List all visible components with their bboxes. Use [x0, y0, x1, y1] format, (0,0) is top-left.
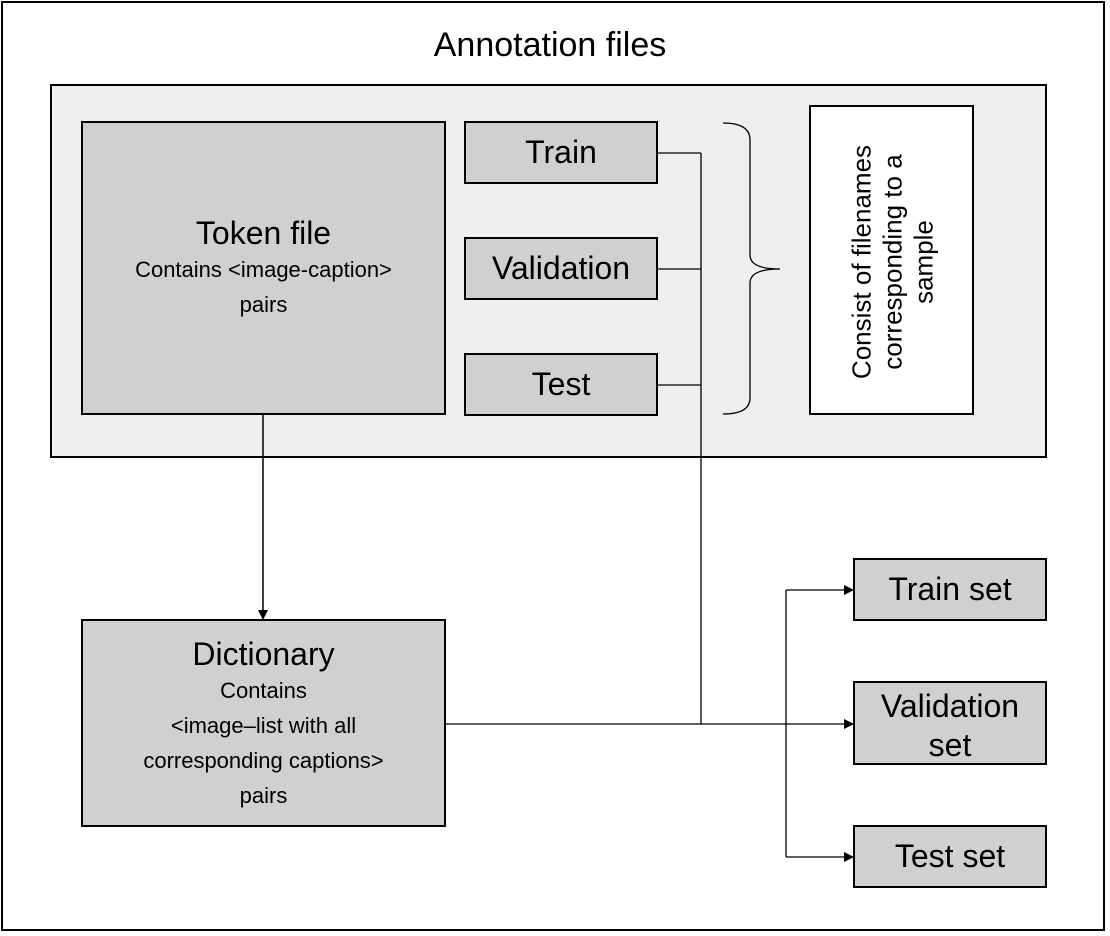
test-box: Test [464, 353, 658, 416]
dictionary-description-line3: corresponding captions> [143, 748, 384, 774]
curly-brace [722, 122, 781, 415]
train-label: Train [525, 134, 597, 170]
note-line1: Consist of filenames [846, 144, 877, 380]
validation-set-label-line2: set [928, 727, 972, 763]
validation-set-box: Validation set [853, 681, 1047, 765]
token-file-box: Token file Contains <image-caption> pair… [81, 121, 446, 415]
train-set-label: Train set [888, 571, 1012, 607]
dictionary-description-line4: pairs [239, 783, 288, 809]
diagram-title: Annotation files [433, 26, 667, 64]
dictionary-box: Dictionary Contains <image–list with all… [81, 619, 446, 827]
dictionary-description-line1: Contains [220, 678, 307, 704]
dictionary-description-line2: <image–list with all [170, 713, 357, 739]
validation-set-label-line1: Validation [880, 688, 1020, 724]
filenames-note-box: Consist of filenames corresponding to a … [809, 105, 974, 415]
filenames-note-text: Consist of filenames corresponding to a … [847, 112, 940, 412]
train-box: Train [464, 121, 658, 184]
note-line3: sample [908, 220, 939, 304]
token-file-title: Token file [195, 214, 332, 251]
note-line2: corresponding to a [877, 154, 908, 370]
token-file-description-line2: pairs [239, 292, 288, 318]
token-file-description-line1: Contains <image-caption> [135, 257, 392, 283]
test-set-label: Test set [894, 838, 1006, 874]
validation-label: Validation [491, 250, 631, 286]
test-set-box: Test set [853, 825, 1047, 888]
dictionary-title: Dictionary [192, 636, 335, 672]
test-label: Test [531, 366, 591, 402]
validation-box: Validation [464, 237, 658, 300]
train-set-box: Train set [853, 558, 1047, 621]
